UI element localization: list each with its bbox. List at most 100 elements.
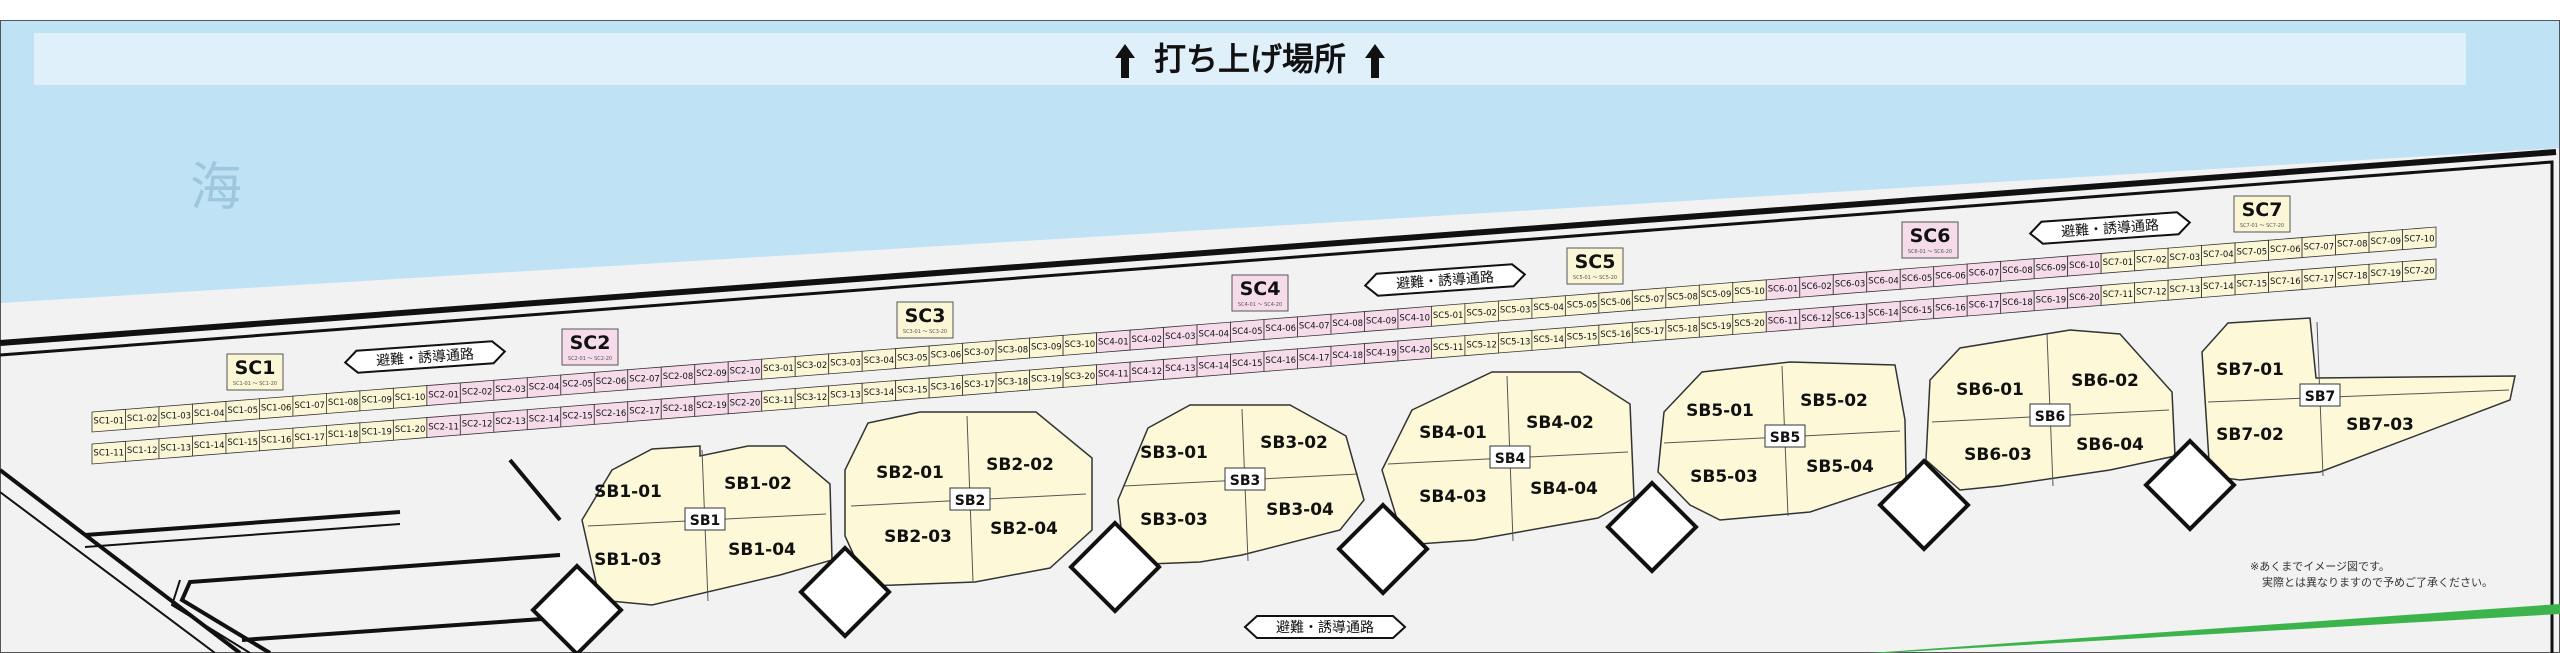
sc-seat: SC1-11 bbox=[91, 440, 126, 465]
sc-seat: SC4-01 bbox=[1096, 329, 1131, 354]
sc-seat-label: SC7-11 bbox=[2103, 290, 2134, 300]
sc-seat-label: SC4-16 bbox=[1265, 356, 1296, 366]
sc-seat-label: SC6-02 bbox=[1801, 282, 1832, 292]
sc-seat-label: SC3-08 bbox=[998, 345, 1029, 355]
sb-cell-label: SB4-04 bbox=[1530, 479, 1598, 499]
sc-seat-label: SC1-02 bbox=[127, 414, 158, 424]
sc-seat-label: SC3-19 bbox=[1031, 375, 1062, 385]
sc-seat-label: SC5-03 bbox=[1500, 306, 1531, 316]
sc-seat-label: SC5-07 bbox=[1634, 295, 1665, 305]
sc-seat-label: SC2-04 bbox=[529, 382, 560, 392]
sc-seat: SC1-07 bbox=[292, 393, 327, 417]
sc-seat-label: SC3-04 bbox=[864, 356, 895, 366]
sb-cell-label: SB6-04 bbox=[2076, 435, 2144, 455]
sc-label-name: SC6 bbox=[1910, 225, 1951, 247]
sb-block-name: SB5 bbox=[1770, 430, 1801, 446]
sc-seat-label: SC5-04 bbox=[1533, 303, 1564, 313]
evacuation-route-label: 避難・誘導通路 bbox=[2028, 211, 2192, 245]
sc-seat: SC4-10 bbox=[1397, 305, 1432, 330]
coastline-outer bbox=[0, 149, 2557, 346]
sc-seat-label: SC1-19 bbox=[361, 428, 392, 438]
sc-seat: SC3-08 bbox=[995, 337, 1030, 362]
diamond-marker bbox=[1068, 520, 1162, 614]
sc-seat-label: SC2-18 bbox=[663, 404, 694, 414]
sc-seat: SC2-05 bbox=[560, 371, 595, 396]
sc-seat-label: SC4-07 bbox=[1299, 322, 1330, 332]
sc-seat-label: SC2-07 bbox=[629, 374, 660, 384]
sc-seat-label: SC5-12 bbox=[1466, 340, 1497, 350]
sc-seat: SC3-18 bbox=[995, 369, 1030, 394]
sb-cell-label: SB3-01 bbox=[1140, 443, 1208, 463]
sb-cell-label: SB6-02 bbox=[2071, 371, 2139, 391]
sc-seat-label: SC6-19 bbox=[2036, 295, 2067, 305]
sc-label-range: SC3-01 〜 SC3-20 bbox=[903, 329, 947, 335]
sc-seat-label: SC5-16 bbox=[1600, 330, 1631, 340]
sc-seat: SC5-07 bbox=[1631, 287, 1667, 311]
sc-seat-label: SC3-20 bbox=[1065, 372, 1096, 382]
sc-seat: SC5-20 bbox=[1732, 311, 1767, 335]
sc-seat-label: SC3-09 bbox=[1031, 343, 1062, 353]
sc-seat-label: SC1-07 bbox=[294, 401, 325, 411]
sc-seat: SC4-06 bbox=[1263, 316, 1298, 340]
sc-seat: SC6-08 bbox=[2000, 258, 2035, 282]
sc-seat: SC7-17 bbox=[2301, 266, 2336, 291]
sc-seat-label: SC7-09 bbox=[2370, 237, 2401, 247]
evacuation-route-label: 避難・誘導通路 bbox=[1243, 615, 1407, 639]
sc-seat: SC3-05 bbox=[895, 345, 930, 370]
sc-seat: SC4-17 bbox=[1297, 345, 1332, 370]
sc-seat: SC4-05 bbox=[1230, 319, 1265, 343]
sc-seat-label: SC7-13 bbox=[2170, 285, 2201, 295]
sc-seat-label: SC1-18 bbox=[328, 430, 359, 440]
sc-seat: SC7-19 bbox=[2368, 261, 2403, 285]
sc-seat-label: SC2-03 bbox=[495, 385, 526, 395]
sc-seat-label: SC6-07 bbox=[1969, 269, 2000, 279]
sc-seat: SC1-06 bbox=[259, 395, 294, 420]
sc-label-range: SC1-01 〜 SC1-20 bbox=[233, 381, 277, 387]
sc-seat-label: SC6-15 bbox=[1902, 306, 1933, 316]
sc-seat-label: SC7-08 bbox=[2337, 240, 2368, 250]
sc-seat-label: SC6-04 bbox=[1868, 277, 1899, 287]
sc-seat-label: SC3-03 bbox=[830, 359, 861, 369]
sc-seat: SC3-20 bbox=[1062, 364, 1097, 388]
sc-seat: SC6-17 bbox=[1966, 292, 2002, 317]
sc-label-name: SC1 bbox=[235, 357, 276, 379]
sc-seat: SC6-16 bbox=[1933, 295, 1968, 320]
sc-seat-label: SC7-02 bbox=[2136, 255, 2167, 265]
sc-seat-label: SC5-06 bbox=[1600, 298, 1631, 308]
sc-seat-label: SC7-15 bbox=[2237, 280, 2268, 290]
sc-seat-label: SC1-20 bbox=[395, 425, 426, 435]
sc-seat: SC7-12 bbox=[2134, 279, 2169, 304]
sc-seat: SC3-07 bbox=[962, 340, 997, 364]
sc-seat: SC7-05 bbox=[2234, 239, 2269, 264]
sc-seat: SC7-13 bbox=[2167, 277, 2203, 301]
sc-seat: SC1-01 bbox=[91, 408, 126, 433]
sb-block-name: SB7 bbox=[2305, 389, 2336, 405]
sc-label-range: SC6-01 〜 SC6-20 bbox=[1908, 249, 1952, 255]
sc-label-name: SC7 bbox=[2242, 199, 2283, 221]
sb-cell-label: SB6-01 bbox=[1956, 380, 2024, 400]
sc-seat: SC3-12 bbox=[794, 385, 830, 409]
sc-seat-label: SC2-10 bbox=[730, 366, 761, 376]
sc-seat: SC5-01 bbox=[1431, 303, 1466, 327]
sc-seat-label: SC3-13 bbox=[830, 391, 861, 401]
sc-label-range: SC7-01 〜 SC7-20 bbox=[2240, 223, 2284, 229]
sb-cell-label: SB3-03 bbox=[1140, 510, 1208, 530]
sc-seat: SC1-17 bbox=[292, 425, 327, 449]
sea-area bbox=[0, 20, 2560, 303]
sc-seat: SC2-14 bbox=[526, 406, 562, 431]
diamond-marker bbox=[1605, 480, 1699, 574]
sc-seat: SC3-04 bbox=[861, 348, 897, 372]
sc-seat: SC7-16 bbox=[2268, 269, 2303, 293]
sc-seat: SC7-14 bbox=[2201, 274, 2236, 298]
sc-seat: SC2-09 bbox=[694, 361, 729, 385]
sc-seat: SC3-17 bbox=[962, 372, 997, 396]
sc-seat: SC4-16 bbox=[1263, 348, 1298, 372]
sc-seat: SC4-04 bbox=[1196, 321, 1231, 346]
